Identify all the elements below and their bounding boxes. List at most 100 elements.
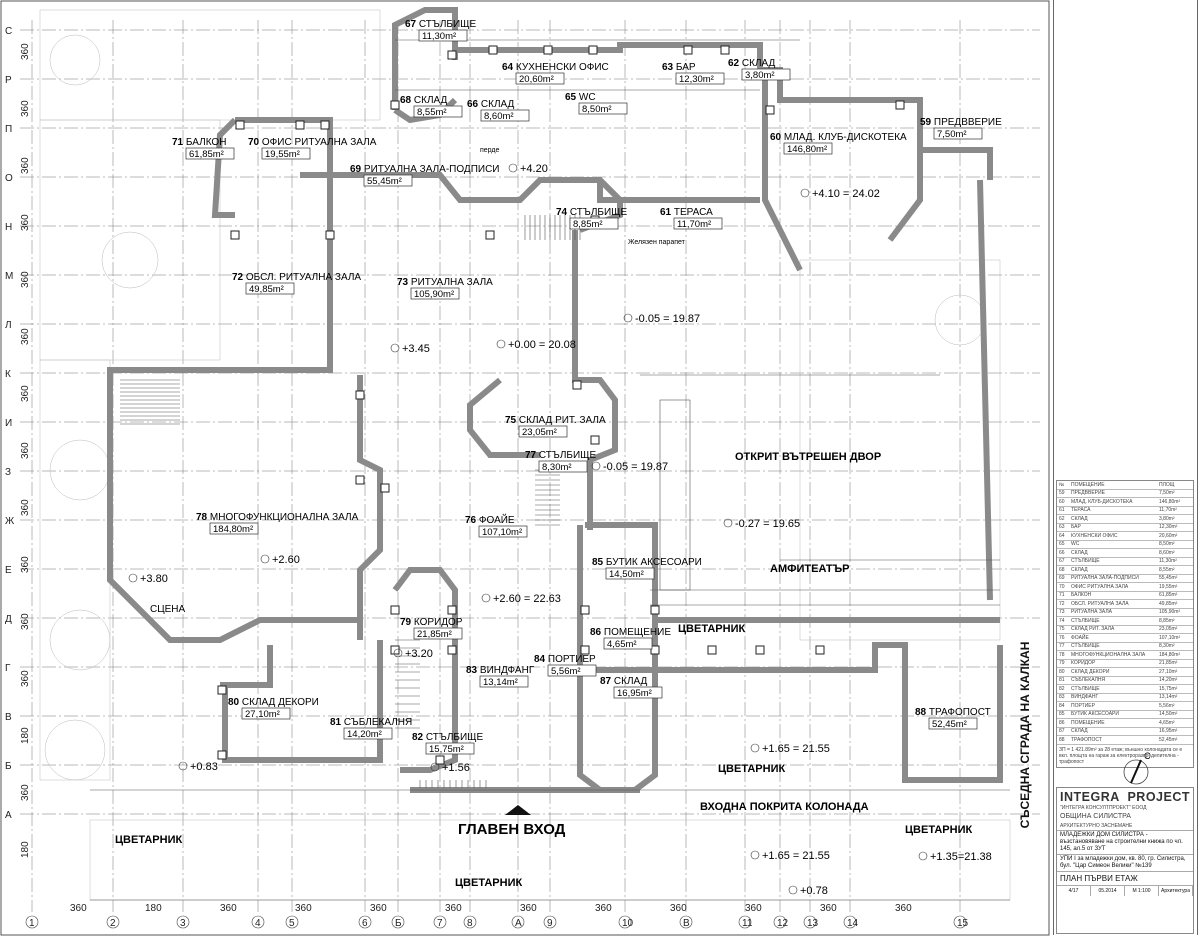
level-value: +0.78 [800,885,828,897]
legend-cell: WC [1071,541,1080,548]
site-address: УПИ I за младежки дом, кв. 80, гр. Силис… [1057,854,1193,871]
axis-bubble [285,915,299,929]
room-number: 77 [525,450,539,461]
dimension-label: 360 [520,903,537,914]
room-number: 63 [662,62,676,73]
room-number: 83 [466,665,480,676]
room-area: 8,55m² [417,107,447,118]
legend-cell: СКЛАД РИТ. ЗАЛА [1071,626,1115,633]
room-area-box [241,707,291,720]
room-title: 59 ПРЕДВВЕРИЕ [920,117,1002,128]
grid-lines [20,20,1040,912]
room-area-box [933,127,983,140]
room-title: 87 СКЛАД [600,676,648,687]
legend-cell: МЛАД. КЛУБ-ДИСКОТЕКА [1071,498,1133,505]
room-name: ФОАЙЕ [479,513,515,526]
legend-cell: БАР [1071,524,1081,531]
axis-label: П [5,124,12,135]
room-number: 86 [590,627,604,638]
room-area: 16,95m² [617,688,652,699]
columns [217,45,905,765]
room-name: СКЛАД [614,676,648,687]
colonnade-label: ВХОДНА ПОКРИТА КОЛОНАДА [700,801,869,813]
room-name: СКЛАД [481,99,515,110]
room-number: 72 [232,272,246,283]
legend-cell: 8,85m² [1159,617,1175,624]
level-value: +1.65 = 21.55 [762,850,830,862]
axis-bubble [773,915,787,929]
column [895,100,905,110]
axis-label: Ж [5,516,15,527]
legend-cell: БАЛКОН [1071,592,1092,599]
legend-cell: КОРИДОР [1071,660,1096,667]
room-area-box [413,627,463,640]
room-area-box [418,29,468,42]
level-symbol-icon [178,761,188,771]
level-mark: -0.05 = 19.87 [591,461,668,473]
level-mark: +4.10 = 24.02 [800,188,880,200]
room-area: 7,50m² [937,129,967,140]
room-area: 4,65m² [607,639,637,650]
axis-label: Р [5,75,12,86]
room-number: 60 [770,132,784,143]
flowerbed-label: ЦВЕТАРНИК [115,834,182,846]
legend-cell: 61 [1059,507,1065,514]
column [755,645,765,655]
room-area-box [613,686,663,699]
room-title: 73 РИТУАЛНА ЗАЛА [397,277,493,288]
dimension-label: 360 [20,328,31,345]
axis-label: 1 [29,918,35,929]
level-symbol-icon [788,885,798,895]
room-area-box [209,522,259,535]
level-value: +0.00 = 20.08 [508,339,576,351]
column [295,120,305,130]
room-area-box [741,68,791,81]
legend-cell: СТЪЛБИЩЕ [1071,558,1100,565]
room-title: 71 БАЛКОН [172,137,226,148]
dimension-label: 360 [20,556,31,573]
room-area-box [538,460,588,473]
legend-cell: СКЛАД [1071,728,1088,735]
legend-cell: 82 [1059,685,1065,692]
room-number: 67 [405,19,419,30]
flowerbed-label: ЦВЕТАРНИК [678,623,745,635]
main-entrance-label: ГЛАВЕН ВХОД [458,821,566,838]
room-name: БАЛКОН [186,137,227,148]
legend-cell: 71 [1059,592,1065,599]
axis-label: Б [5,761,12,772]
legend-cell: 27,10m² [1159,668,1178,675]
level-symbol-icon [750,850,760,860]
walls [107,7,1003,793]
legend-cell: 66 [1059,549,1065,556]
legend-cell: 49,85m² [1159,600,1178,607]
column [447,605,457,615]
axis-bubble [176,915,190,929]
room-area: 8,50m² [582,104,612,115]
legend-cell: 79 [1059,660,1065,667]
level-value: +1.65 = 21.55 [762,743,830,755]
stairs [120,215,581,788]
room-name: МНОГОФУНКЦИОНАЛНА ЗАЛА [210,512,359,523]
level-mark: -0.27 = 19.65 [723,518,800,530]
level-symbol-icon [430,762,440,772]
room-title: 63 БАР [662,62,696,73]
room-title: 62 СКЛАД [728,58,776,69]
curtain-note: перде [480,147,500,154]
level-mark: -0.05 = 19.87 [623,313,700,325]
room-name: КУХНЕНСКИ ОФИС [516,62,609,73]
level-symbol-icon [723,518,733,528]
axis-bubble [679,915,693,929]
legend-cell: 85 [1059,711,1065,718]
level-mark: +3.45 [390,343,430,355]
axis-label: А [5,810,12,821]
